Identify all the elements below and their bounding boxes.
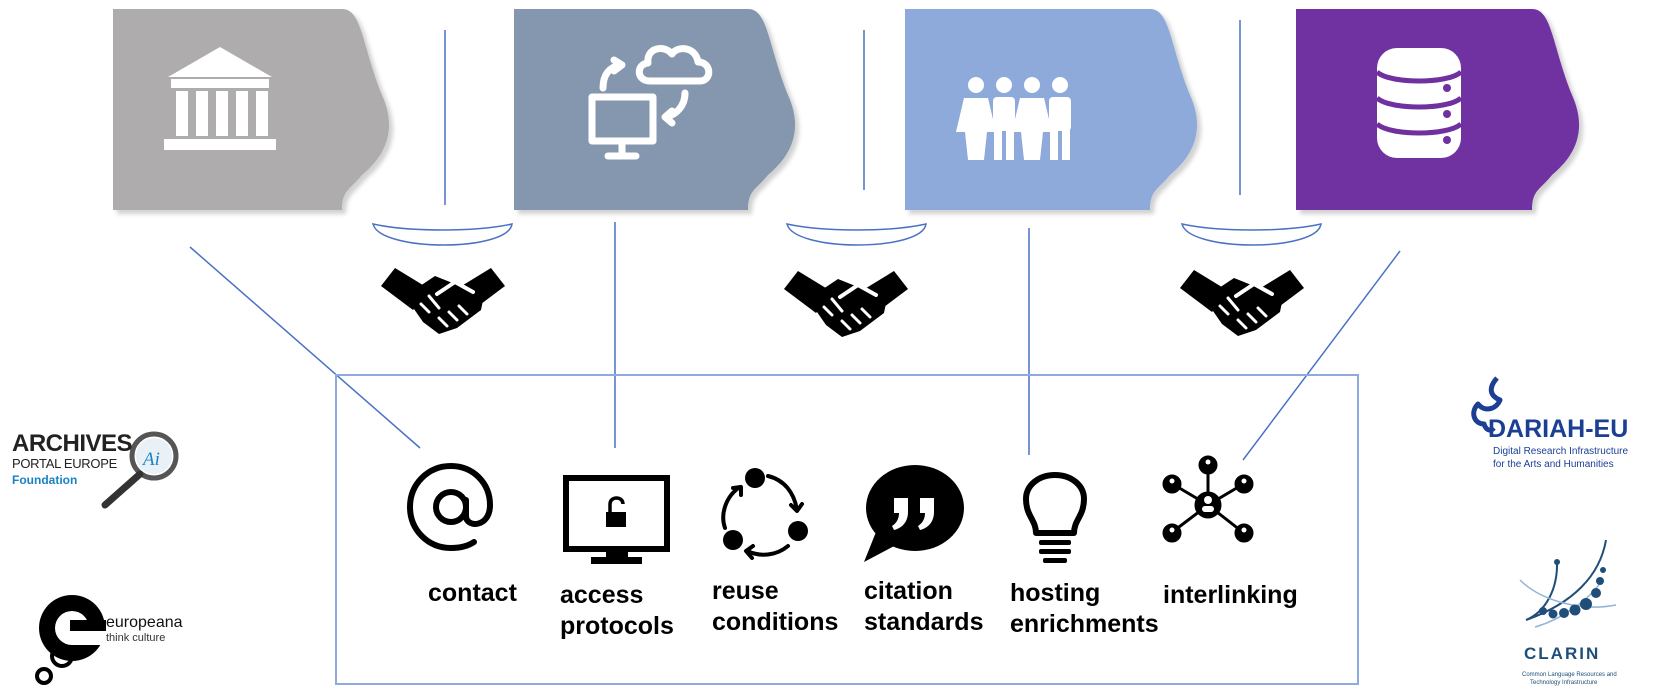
features-box	[335, 374, 1359, 685]
top-divider-lines	[444, 20, 1241, 205]
europeana-logo	[35, 595, 110, 685]
feature-interlinking-line1: interlinking	[1163, 581, 1298, 609]
people-group-icon	[956, 77, 1071, 160]
feature-contact-line1: contact	[428, 579, 517, 607]
clarin-logo-mark	[1519, 539, 1617, 628]
piece-institutions-shape	[113, 9, 390, 210]
quote-bubble-icon	[864, 465, 964, 562]
lightbulb-icon	[1023, 472, 1087, 563]
feature-hosting-line1: hosting	[1010, 579, 1101, 607]
feature-citation-standards: citation standards	[864, 576, 983, 638]
recycle-cycle-icon	[721, 468, 808, 560]
europeana-logo-line1: europeana	[106, 614, 183, 631]
at-sign-icon	[406, 462, 494, 552]
monitor-unlock-icon	[563, 475, 670, 564]
archives-logo-line3: Foundation	[12, 473, 78, 487]
clarin-logo-name: CLARIN	[1524, 644, 1601, 663]
institution-icon	[164, 47, 276, 150]
handshake-icon-2	[782, 269, 910, 339]
feature-citation-line1: citation	[864, 577, 953, 605]
feature-access-line2: protocols	[560, 612, 674, 640]
feature-hosting-line2: enrichments	[1010, 610, 1159, 638]
handshake-icon-3	[1178, 268, 1306, 338]
feature-reuse-conditions: reuse conditions	[712, 576, 838, 638]
feature-hosting-enrichments: hosting enrichments	[1010, 578, 1159, 640]
archives-logo-line2: PORTAL EUROPE	[12, 456, 117, 471]
computer-cloud-sync-icon	[588, 45, 713, 160]
dariah-logo-line2: for the Arts and Humanities	[1493, 459, 1614, 470]
feature-reuse-line1: reuse	[712, 577, 779, 605]
archives-portal-europe-logo: Ai	[101, 431, 179, 509]
feature-interlinking: interlinking	[1163, 580, 1298, 611]
dariah-eu-logo-mark	[1471, 376, 1503, 433]
handshake-icon-1	[379, 266, 507, 336]
cradle-arcs	[371, 223, 1322, 246]
feature-contact: contact	[428, 578, 517, 609]
dariah-logo-name: DARIAH-EU	[1488, 415, 1629, 443]
clarin-logo-line2: Technology Infrastructure	[1530, 680, 1598, 686]
network-icon	[1162, 455, 1254, 543]
connector-lines	[189, 222, 1401, 461]
puzzle-piece-institutions	[113, 9, 390, 210]
database-icon	[1375, 48, 1463, 158]
feature-access-line1: access	[560, 581, 644, 609]
feature-citation-line2: standards	[864, 608, 984, 636]
archives-logo-line1: ARCHIVES	[12, 430, 133, 457]
europeana-logo-line2: think culture	[106, 632, 166, 644]
clarin-logo-line1: Common Language Resources and	[1522, 672, 1617, 678]
archives-logo-mark: Ai	[141, 449, 160, 470]
feature-access-protocols: access protocols	[560, 580, 674, 642]
dariah-logo-line1: Digital Research Infrastructure	[1493, 446, 1629, 457]
feature-reuse-line2: conditions	[712, 608, 839, 636]
